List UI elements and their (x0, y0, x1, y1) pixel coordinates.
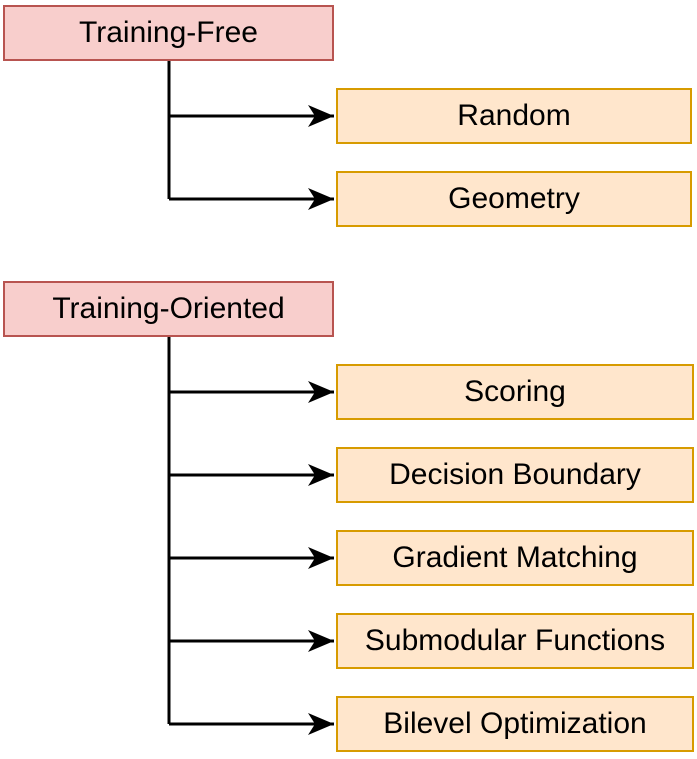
training-oriented-connectors (167, 337, 334, 735)
method-label: Scoring (464, 375, 566, 408)
method-label: Bilevel Optimization (383, 707, 647, 740)
method-decision-boundary: Decision Boundary (336, 447, 694, 503)
category-training-oriented: Training-Oriented (3, 281, 334, 337)
category-label: Training-Free (79, 16, 258, 49)
method-submodular-functions: Submodular Functions (336, 613, 694, 669)
method-label: Submodular Functions (364, 624, 666, 657)
method-scoring: Scoring (336, 364, 694, 420)
method-geometry: Geometry (336, 171, 692, 227)
category-label: Training-Oriented (52, 292, 285, 325)
method-label: Random (457, 99, 571, 132)
method-label: Gradient Matching (392, 541, 638, 574)
method-label: Geometry (448, 182, 580, 215)
method-random: Random (336, 88, 692, 144)
category-training-free: Training-Free (3, 5, 334, 61)
method-gradient-matching: Gradient Matching (336, 530, 694, 586)
training-free-connectors (167, 61, 334, 210)
method-bilevel-optimization: Bilevel Optimization (336, 696, 694, 752)
method-label: Decision Boundary (389, 458, 641, 491)
